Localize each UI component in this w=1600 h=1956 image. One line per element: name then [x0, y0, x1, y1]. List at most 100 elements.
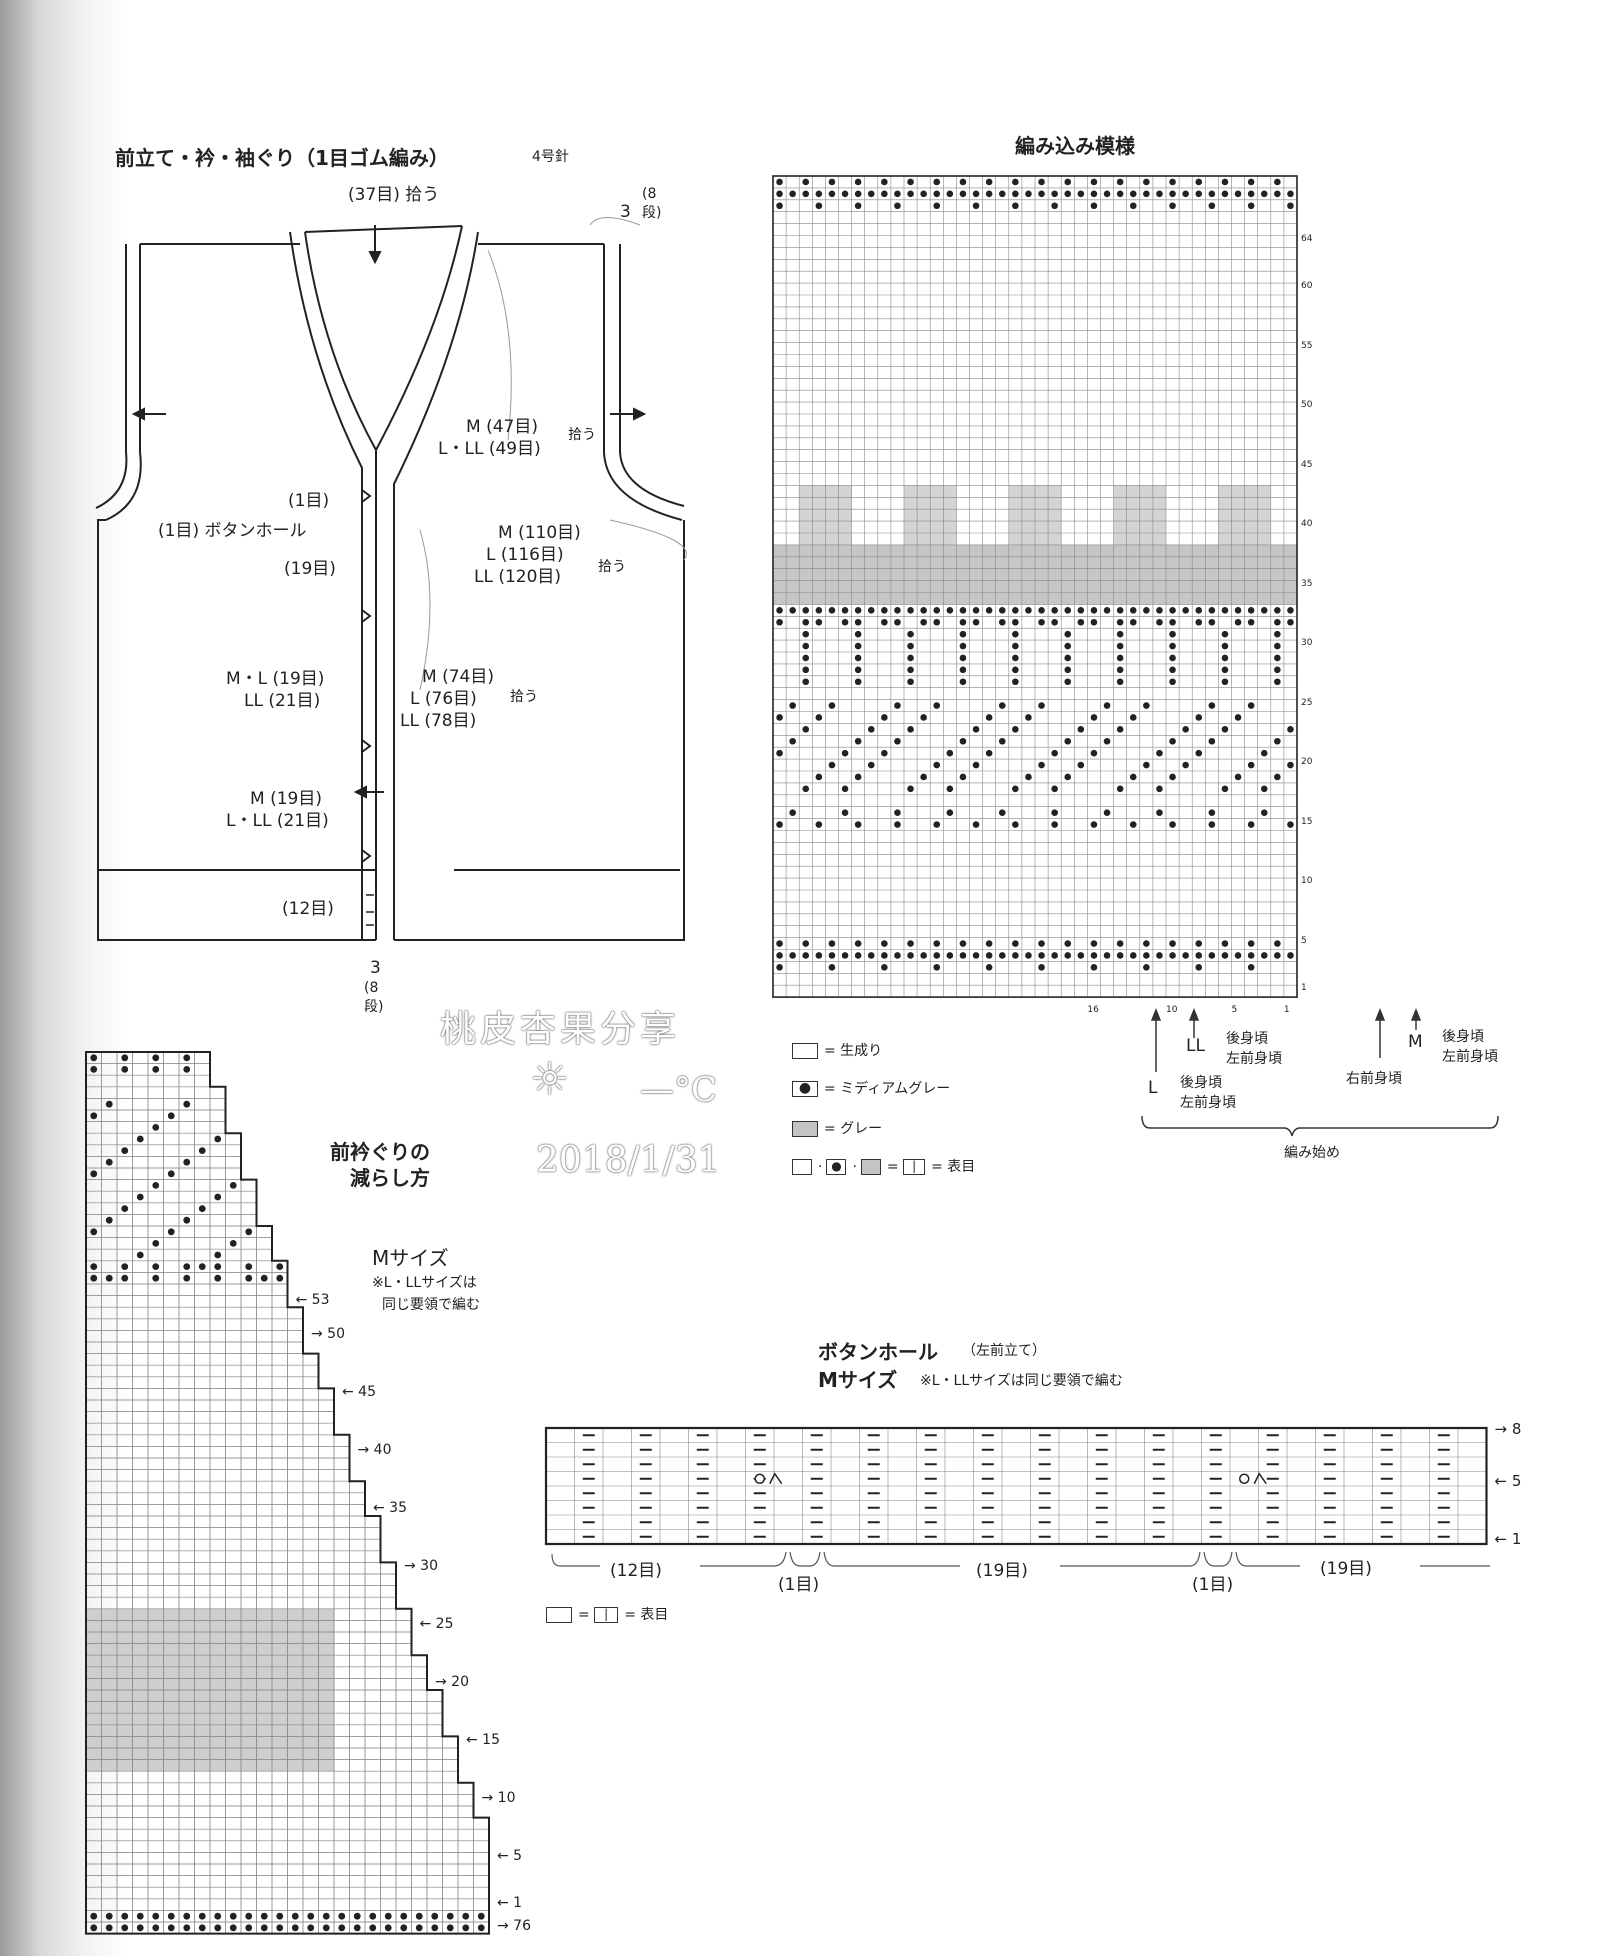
- dot-stitch: [1012, 666, 1019, 674]
- dot-stitch: [985, 714, 993, 721]
- dot-stitch: [1116, 952, 1124, 959]
- dot-stitch: [276, 1912, 284, 1920]
- dot-stitch: [920, 952, 927, 959]
- dot-stitch: [1090, 714, 1098, 721]
- dot-stitch: [90, 1066, 98, 1073]
- dot-stitch: [462, 1912, 470, 1920]
- ll-size-label: LL: [1186, 1036, 1205, 1056]
- dot-stitch: [776, 714, 783, 721]
- chart-border: [544, 1426, 1488, 1546]
- dot-stitch: [1090, 821, 1098, 828]
- dot-stitch: [90, 1170, 98, 1178]
- dot-stitch: [198, 1912, 206, 1920]
- dot-stitch: [152, 1274, 160, 1282]
- dot-stitch: [946, 607, 954, 614]
- blank-square-icon: [792, 1159, 812, 1175]
- dot-stitch: [985, 749, 993, 757]
- dot-stitch: [854, 678, 862, 686]
- dot-stitch: [198, 1147, 206, 1154]
- dot-stitch: [1064, 642, 1072, 650]
- band-m-label: M (74目): [422, 667, 494, 687]
- gray-motif-cell: [799, 485, 813, 545]
- dot-stitch: [1116, 940, 1124, 947]
- dot-stitch: [1234, 952, 1242, 959]
- l-front-label: 左前身頃: [1180, 1095, 1236, 1111]
- dot-stitch: [1103, 607, 1111, 614]
- dot-stitch: [1143, 940, 1150, 947]
- dot-stitch: [1038, 178, 1045, 186]
- dot-stitch: [1090, 952, 1098, 959]
- dot-stitch: [1051, 202, 1058, 210]
- gray-motif-cell: [825, 485, 839, 545]
- dot-stitch: [1195, 618, 1203, 626]
- dot-stitch: [841, 618, 849, 626]
- blank-square-icon: [546, 1607, 572, 1623]
- dot-stitch: [854, 618, 862, 626]
- dot-stitch: [1051, 618, 1058, 626]
- seg-19b-label: (19目): [1320, 1559, 1372, 1579]
- dot-stitch: [1025, 190, 1032, 198]
- dot-stitch: [1143, 964, 1150, 971]
- dot-stitch: [1247, 190, 1255, 198]
- dot-stitch: [894, 737, 901, 745]
- dot-stitch: [985, 952, 993, 959]
- dot-stitch: [1064, 666, 1072, 674]
- dot-stitch: [1247, 952, 1255, 959]
- dot-stitch: [1169, 737, 1176, 745]
- dot-stitch: [776, 178, 783, 186]
- dot-stitch: [121, 1912, 129, 1920]
- dot-stitch: [894, 952, 901, 959]
- dot-stitch: [121, 1066, 129, 1073]
- dot-stitch: [933, 940, 941, 947]
- neck-lll-label: L・LL (49目): [438, 439, 541, 459]
- dot-stitch: [1077, 607, 1085, 614]
- dot-stitch: [1064, 940, 1072, 947]
- dot-stitch: [1274, 737, 1281, 745]
- dot-stitch: [1012, 952, 1019, 959]
- dot-stitch: [972, 952, 980, 959]
- dot-stitch: [198, 1205, 206, 1212]
- dot-stitch: [1208, 618, 1216, 626]
- dot-stitch: [1116, 618, 1124, 626]
- dot-stitch: [1260, 607, 1268, 614]
- dot-stitch: [933, 821, 941, 828]
- dot-stitch: [1090, 607, 1098, 614]
- dot-stitch: [1169, 654, 1176, 662]
- dot-stitch: [183, 1054, 191, 1062]
- dot-stitch: [1103, 702, 1111, 709]
- one-stitch-label: (1目): [288, 491, 330, 511]
- dot-stitch: [802, 726, 810, 733]
- dot-stitch: [260, 1912, 268, 1920]
- dot-stitch: [152, 1066, 160, 1073]
- colorwork-row-number: 50: [1301, 400, 1313, 411]
- dot-stitch: [1234, 618, 1242, 626]
- dot-stitch: [1156, 607, 1163, 614]
- dot-stitch: [920, 618, 927, 626]
- blank-square-icon: [792, 1043, 818, 1059]
- gray-motif-cell: [1244, 485, 1258, 545]
- dot-stitch: [907, 654, 914, 662]
- dot-stitch: [802, 678, 810, 686]
- dot-stitch: [446, 1924, 454, 1932]
- dot-stitch: [183, 1274, 191, 1282]
- dot-stitch: [907, 952, 914, 959]
- dot-stitch: [907, 607, 914, 614]
- dot-stitch: [245, 1924, 253, 1932]
- dot-stitch: [245, 1912, 253, 1920]
- dot-stitch: [802, 666, 810, 674]
- dot-stitch: [854, 940, 862, 947]
- dot-stitch: [1169, 642, 1176, 650]
- dot-stitch: [1012, 630, 1019, 638]
- dot-stitch: [1090, 178, 1098, 186]
- dot-stitch: [920, 607, 927, 614]
- dot-stitch: [828, 964, 836, 971]
- legend-item-combo: ·●·= |= 表目: [792, 1156, 975, 1176]
- dot-stitch: [136, 1924, 144, 1932]
- dot-stitch: [90, 1054, 98, 1062]
- dot-stitch: [1012, 940, 1019, 947]
- dot-stitch: [136, 1912, 144, 1920]
- dot-stitch: [1025, 773, 1032, 781]
- dot-stitch: [431, 1912, 439, 1920]
